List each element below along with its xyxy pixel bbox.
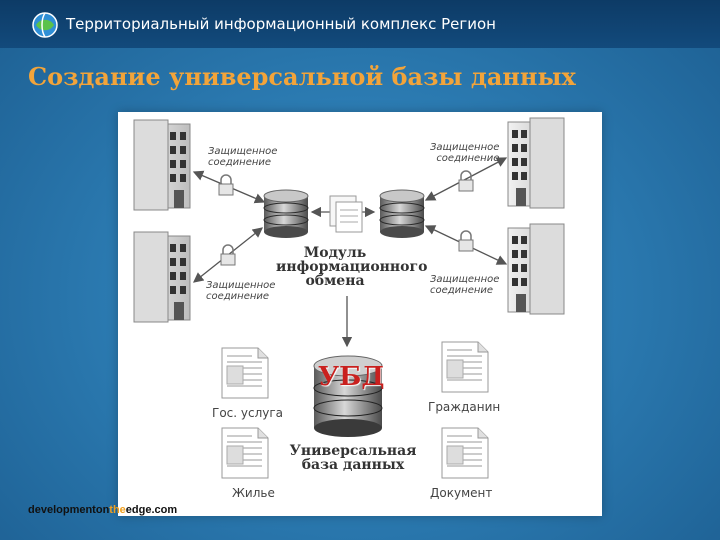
secure-connection-label: Защищенное соединение [206, 280, 276, 302]
citizen-label: Гражданин [428, 400, 501, 414]
universal-database-label: Универсальная база данных [289, 443, 417, 473]
building-icon [133, 231, 191, 323]
lock-icon [218, 174, 234, 196]
gov-service-label: Гос. услуга [212, 406, 284, 420]
lock-icon [220, 244, 236, 266]
ubd-label: УБД [318, 362, 385, 392]
footer-link[interactable]: developmentontheedge.com [28, 504, 178, 516]
lock-icon [458, 170, 474, 192]
document-icon [441, 341, 489, 393]
secure-connection-label: Защищенное соединение [208, 146, 278, 168]
slide-title: Создание универсальной базы данных [28, 62, 576, 91]
document-label: Документ [430, 486, 493, 500]
exchange-module-label: Модуль информационного обмена [276, 245, 428, 289]
document-icon [441, 427, 489, 479]
document-icon [329, 195, 363, 233]
secure-connection-label: Защищенное соединение [430, 274, 500, 296]
lock-icon [458, 230, 474, 252]
building-icon [507, 223, 565, 315]
housing-label: Жилье [232, 486, 275, 500]
globe-logo-icon [32, 12, 58, 38]
building-icon [133, 119, 191, 211]
database-icon [379, 189, 425, 238]
document-icon [221, 347, 269, 399]
secure-connection-label: Защищенное соединение [430, 142, 500, 164]
building-icon [507, 117, 565, 209]
connection-arrow [424, 157, 508, 201]
top-bar: Территориальный информационный комплекс … [0, 0, 720, 48]
universal-database-icon [313, 355, 383, 437]
header-title: Территориальный информационный комплекс … [66, 15, 496, 33]
database-icon [263, 189, 309, 238]
document-icon [221, 427, 269, 479]
